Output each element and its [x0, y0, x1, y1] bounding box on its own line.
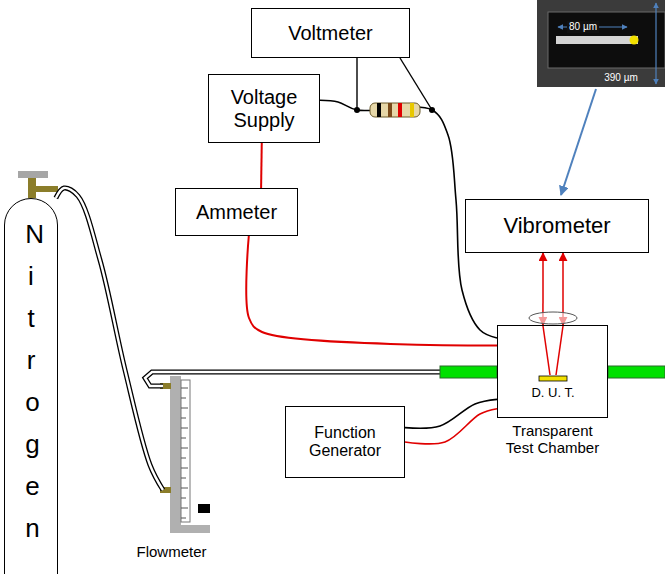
- resistor-band: [377, 103, 381, 117]
- resistor-band: [388, 103, 392, 117]
- wire: [405, 399, 497, 428]
- part-label: D. U. T.: [529, 386, 576, 401]
- laser-beam: [543, 326, 550, 375]
- box-label: Ammeter: [196, 201, 277, 224]
- box-label: Voltage Supply: [215, 86, 313, 132]
- wire: [405, 409, 497, 444]
- laser-spot: [630, 36, 639, 45]
- instrument-box: Ammeter: [175, 188, 298, 236]
- connector: [405, 399, 497, 428]
- gas-cylinder: Nitrogen: [4, 198, 58, 574]
- junction-dot: [429, 107, 435, 113]
- flowmeter-scale: [181, 388, 188, 518]
- gas-tube-bore: [56, 188, 163, 490]
- laser-beam: [556, 326, 563, 375]
- valve-handle: [18, 171, 48, 178]
- dimension-arrow: [655, 3, 656, 84]
- instrument-box: Voltmeter: [251, 8, 410, 58]
- instrument-box: Vibrometer: [465, 199, 649, 253]
- connector: [56, 188, 163, 490]
- instrument-box: Voltage Supply: [208, 74, 320, 143]
- wire: [246, 236, 497, 345]
- cylinder-label: Nitrogen: [25, 213, 37, 549]
- sem-inset: [537, 0, 665, 87]
- box-label: Voltmeter: [288, 22, 372, 45]
- cantilever-beam: [556, 36, 638, 44]
- caption-label: Transparent Test Chamber: [499, 422, 607, 457]
- pointer-arrow: [561, 89, 596, 195]
- voltmeter-lead: [356, 58, 357, 110]
- valve-stem: [28, 178, 36, 198]
- lens: [529, 312, 577, 324]
- caption-label: Flowmeter: [136, 543, 206, 560]
- flowmeter-tube: [181, 380, 190, 522]
- flowmeter-stand: [170, 376, 181, 533]
- gas-port: [440, 366, 497, 378]
- resistor-band: [410, 103, 414, 117]
- flowmeter: Flowmeter: [128, 372, 215, 562]
- gas-port: [608, 366, 665, 378]
- connector: [246, 236, 497, 345]
- gas-tube-outline: [56, 188, 163, 490]
- junction-dot: [354, 107, 360, 113]
- resistor-band: [398, 103, 402, 117]
- dimension-label: 80 µm: [567, 21, 599, 33]
- voltmeter-lead: [400, 58, 432, 110]
- connector: [261, 143, 263, 188]
- test-chamber: Transparent Test Chamber: [497, 325, 608, 418]
- valve-outlet: [36, 186, 58, 192]
- connector: [405, 409, 497, 444]
- box-label: Vibrometer: [503, 213, 610, 238]
- flowmeter-float: [198, 504, 210, 513]
- flowmeter-base: [170, 525, 210, 533]
- box-label: Function Generator: [292, 424, 398, 461]
- instrument-box: Function Generator: [285, 406, 405, 478]
- resistor-symbol: [370, 103, 420, 117]
- wire: [260, 143, 263, 188]
- device-under-test: [539, 376, 567, 381]
- cantilever-trench: [548, 12, 665, 68]
- dimension-label: 390 µm: [602, 72, 640, 84]
